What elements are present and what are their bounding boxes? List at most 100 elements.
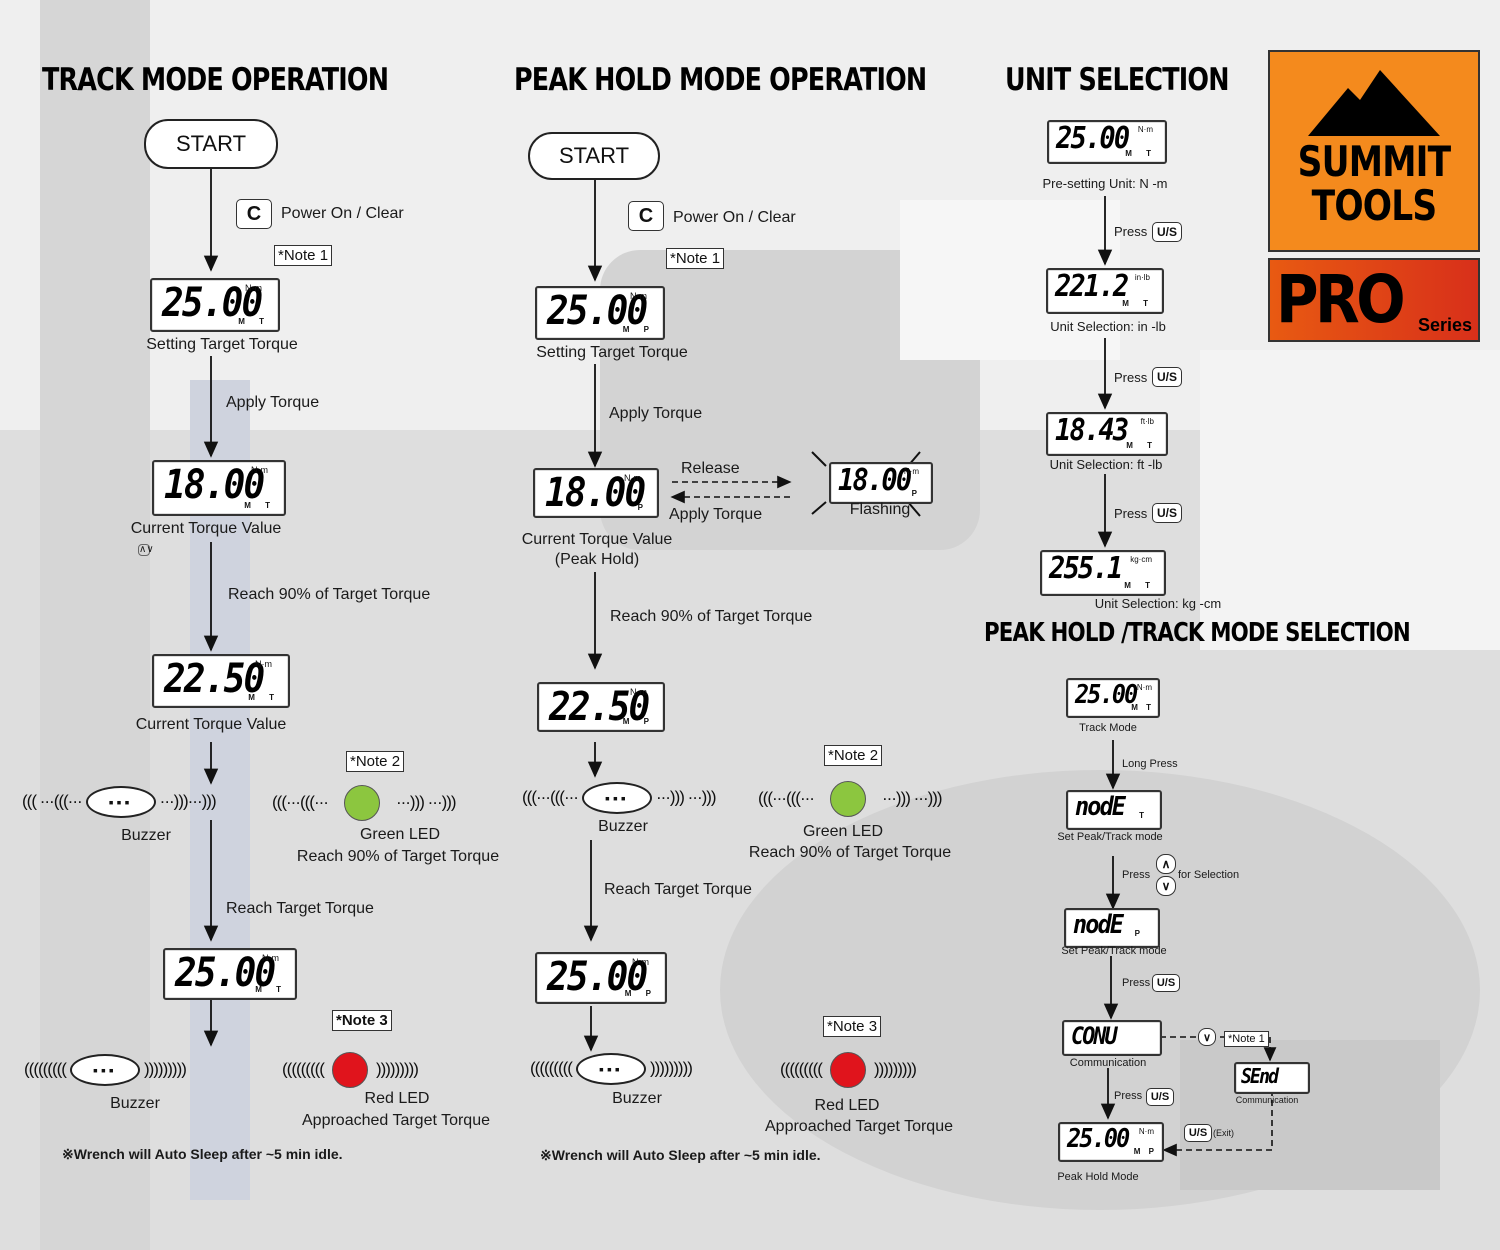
track-note1: *Note 1: [274, 245, 333, 266]
track-buzzer-label-2: Buzzer: [110, 1095, 160, 1112]
unit-lcd-ftlb: 18.43 ft·lb M T: [1046, 412, 1168, 456]
peak-buzzer-label: Buzzer: [598, 818, 648, 835]
lcd-mode: M T: [1122, 299, 1154, 308]
red-led-icon: [331, 1052, 368, 1088]
unit-press-label-1: Press: [1114, 224, 1148, 239]
lcd-unit: N·m: [903, 467, 919, 476]
track-lcd-target: 25.00 N·m M T: [150, 278, 280, 332]
peak-green-led-row: (((···(((··· ···))) ···))): [758, 781, 943, 817]
sound-wave-left: (((((((((: [24, 1059, 67, 1079]
peak-note3: *Note 3: [823, 1016, 882, 1037]
buzzer-icon: ▪▪▪: [581, 782, 652, 814]
track-lcd-current: 18.00 N·m M T: [152, 460, 286, 516]
lcd-mode: M P: [622, 325, 655, 334]
lcd-mode: M T: [1125, 149, 1157, 158]
unit-preset-label: Pre-setting Unit: N -m: [1042, 176, 1168, 191]
lcd-value: 25.00: [1075, 680, 1138, 710]
track-green-led-reach: Reach 90% of Target Torque: [296, 848, 500, 865]
lcd-unit: N·m: [1138, 1127, 1154, 1136]
modesel-us-key: U/S: [1152, 974, 1180, 992]
modesel-down-key: ∨: [1156, 876, 1176, 896]
track-lcd-90: 22.50 N·m M T: [152, 654, 290, 708]
peak-release-label: Release: [681, 460, 740, 477]
lcd-value: nodE: [1075, 792, 1126, 822]
track-power-on-label: Power On / Clear: [281, 205, 404, 222]
led-wave-left: (((···(((···: [758, 788, 815, 808]
unit-lcd-inlb: 221.2 in·lb M T: [1046, 268, 1164, 314]
unit-ftlb-label: Unit Selection: ft -lb: [1049, 457, 1163, 472]
lcd-unit: N·m: [630, 687, 647, 697]
led-wave-right: ···))) ···))): [881, 788, 943, 808]
peak-hold-title: PEAK HOLD MODE OPERATION: [514, 62, 927, 98]
modesel-for-selection-label: for Selection: [1178, 869, 1240, 881]
lcd-mode: M T: [1126, 441, 1158, 450]
red-led-icon: [829, 1052, 866, 1088]
lcd-mode: M T: [255, 985, 287, 994]
peak-lcd-90: 22.50 N·m M P: [537, 682, 665, 732]
lcd-value: 22.50: [549, 684, 650, 730]
lcd-value: 18.00: [545, 470, 646, 516]
lcd-unit: ft·lb: [1140, 417, 1154, 426]
unit-lcd-kgcm: 255.1 kg·cm M T: [1040, 550, 1166, 596]
led-wave-left: (((···(((···: [272, 792, 329, 812]
sound-wave-right: ···))) ···))): [655, 787, 717, 807]
lcd-value: 25.00: [175, 950, 276, 996]
sound-wave-left: (((···(((···: [522, 787, 579, 807]
sound-wave-right: ))))))))): [649, 1058, 693, 1078]
modesel-peak-label: Peak Hold Mode: [1057, 1171, 1139, 1183]
peak-green-led-label: Green LED: [802, 823, 884, 840]
lcd-value: 221.2: [1055, 269, 1129, 304]
lcd-mode: M T: [238, 317, 270, 326]
track-buzzer-final: (((((((((▪▪▪))))))))): [24, 1054, 187, 1086]
lcd-value: 18.00: [164, 462, 265, 508]
buzzer-icon: ▪▪▪: [69, 1054, 140, 1086]
pro-text: PRO: [1276, 261, 1406, 338]
lcd-value: 22.50: [164, 656, 265, 702]
lcd-value: 255.1: [1049, 551, 1123, 586]
modesel-track-label: Track Mode: [1079, 722, 1137, 734]
track-apply-label: Apply Torque: [226, 394, 320, 411]
mountain-icon: [1308, 70, 1440, 136]
lcd-unit: in·lb: [1134, 273, 1150, 282]
lcd-unit: N·m: [1137, 125, 1153, 134]
unit-lcd-nm: 25.00 N·m M T: [1047, 120, 1167, 164]
unit-us-key-1: U/S: [1152, 222, 1182, 242]
modesel-set-label-1: Set Peak/Track mode: [1057, 831, 1163, 843]
green-led-icon: [343, 785, 380, 821]
lcd-mode: M T: [1124, 581, 1156, 590]
led-wave-left: (((((((((: [780, 1059, 823, 1079]
peak-current-label: Current Torque Value: [521, 531, 673, 548]
track-start-node: START: [144, 119, 278, 169]
unit-selection-title: UNIT SELECTION: [1005, 62, 1229, 98]
peak-hold-label: (Peak Hold): [554, 551, 640, 568]
mode-selection-title: PEAK HOLD /TRACK MODE SELECTION: [984, 618, 1411, 648]
lcd-unit: N·m: [632, 957, 649, 967]
peak-lcd-target: 25.00 N·m M P: [535, 286, 665, 340]
peak-lcd-final: 25.00 N·m M P: [535, 952, 667, 1004]
peak-buzzer-final: (((((((((▪▪▪))))))))): [530, 1053, 693, 1085]
modesel-lcd-mode-p: nodE P: [1064, 908, 1160, 948]
peak-note1: *Note 1: [666, 248, 725, 269]
modesel-set-label-2: Set Peak/Track mode: [1061, 945, 1167, 957]
lcd-value: CONU: [1071, 1022, 1118, 1050]
lcd-unit: N·m: [630, 291, 647, 301]
unit-inlb-label: Unit Selection: in -lb: [1050, 319, 1166, 334]
track-c-key: C: [236, 199, 272, 229]
peak-reach-target-label: Reach Target Torque: [604, 881, 752, 898]
lcd-unit: N·m: [262, 953, 279, 963]
track-buzzer-label: Buzzer: [121, 827, 171, 844]
track-note2: *Note 2: [346, 751, 405, 772]
summit-tools-logo: SUMMIT TOOLS: [1268, 50, 1480, 252]
track-note3: *Note 3: [332, 1010, 392, 1031]
lcd-mode: M T: [1131, 703, 1154, 712]
modesel-us-exit-key: U/S: [1184, 1124, 1212, 1142]
modesel-send-label: Communication: [1235, 1095, 1299, 1105]
peak-approached-label: Approached Target Torque: [765, 1118, 953, 1135]
sound-wave-right: ))))))))): [143, 1059, 187, 1079]
track-auto-sleep-note: ※Wrench will Auto Sleep after ~5 min idl…: [62, 1146, 343, 1162]
peak-start-node: START: [528, 132, 660, 180]
peak-lcd-flashing: 18.00 N·m P: [829, 462, 933, 504]
logo-word-summit: SUMMIT: [1297, 137, 1452, 186]
